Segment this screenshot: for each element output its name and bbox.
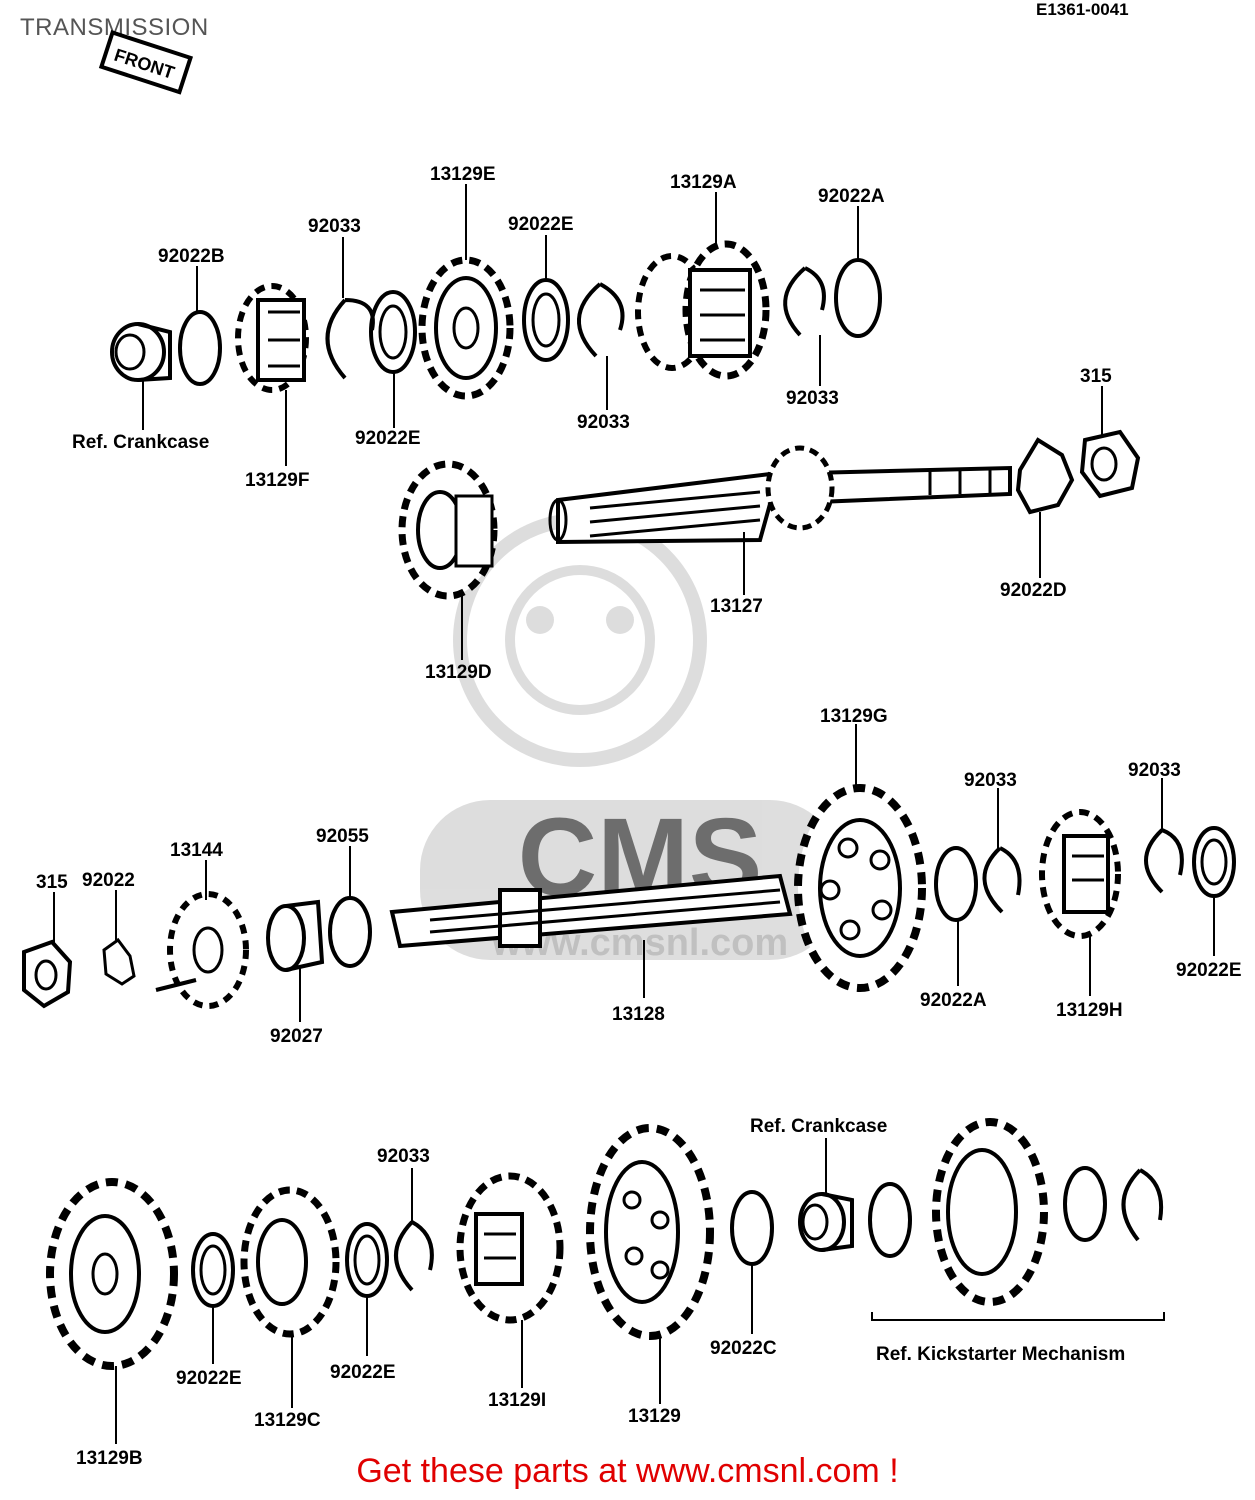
label-13129: 13129 (628, 1406, 681, 1427)
label-13129c: 13129C (254, 1410, 321, 1431)
circlip-92033-a (325, 298, 375, 380)
top-row-parts (110, 240, 882, 400)
washer-92022a (834, 258, 882, 338)
label-315-top: 315 (1080, 366, 1112, 387)
drive-shaft-assembly (22, 784, 1236, 1009)
bottom-row-leaders (115, 1138, 827, 1444)
label-92022e-right: 92022E (1176, 960, 1242, 981)
kickstarter-gear (932, 1118, 1048, 1306)
label-13129g: 13129G (820, 706, 888, 727)
washer-92022a-mid (934, 846, 978, 922)
front-marker: FRONT (98, 30, 194, 95)
circlip-92033-c (783, 266, 826, 337)
label-92033-d: 92033 (964, 770, 1017, 791)
label-13129b: 13129B (76, 1448, 143, 1469)
kickstarter-circlip (1121, 1168, 1163, 1242)
gear-13129c (240, 1186, 340, 1338)
label-92022d: 92022D (1000, 580, 1067, 601)
label-13129a: 13129A (670, 172, 737, 193)
circlip-92033-e (1144, 828, 1184, 894)
washer-92022e-b (522, 278, 570, 362)
label-92027: 92027 (270, 1026, 323, 1047)
gear-13129e (418, 256, 514, 400)
label-92022: 92022 (82, 870, 135, 891)
ref-crankcase-top: Ref. Crankcase (72, 432, 209, 453)
label-13129h: 13129H (1056, 1000, 1123, 1021)
label-92033-f: 92033 (377, 1146, 430, 1167)
label-13128: 13128 (612, 1004, 665, 1025)
label-92033-b: 92033 (577, 412, 630, 433)
label-92055: 92055 (316, 826, 369, 847)
ref-crankcase-bottom: Ref. Crankcase (750, 1116, 887, 1137)
gear-13129 (586, 1124, 714, 1340)
gear-13129f (235, 283, 309, 393)
label-13129i: 13129I (488, 1390, 546, 1411)
label-92022e-d: 92022E (330, 1362, 396, 1383)
bottom-row-parts (46, 1118, 1165, 1370)
label-92022a: 92022A (818, 186, 885, 207)
o-ring-92055 (328, 896, 372, 968)
circlip-92033-d (982, 846, 1022, 914)
label-92022c: 92022C (710, 1338, 777, 1359)
label-92033-e: 92033 (1128, 760, 1181, 781)
label-92022b: 92022B (158, 246, 225, 267)
label-13129e: 13129E (430, 164, 496, 185)
output-shaft-assembly (398, 429, 1141, 600)
gear-13129b (46, 1178, 178, 1370)
gear-13129g (794, 784, 926, 992)
gear-13129h (1039, 809, 1121, 939)
diagram-reference-code: E1361-0041 (1036, 0, 1129, 19)
kickstarter-washer-a (868, 1182, 912, 1258)
label-13144: 13144 (170, 840, 223, 861)
footer-parts-link[interactable]: Get these parts at www.cmsnl.com ! (356, 1452, 899, 1490)
label-92022e-c: 92022E (176, 1368, 242, 1389)
label-92033-c: 92033 (786, 388, 839, 409)
kickstarter-washer-b (1063, 1166, 1107, 1242)
washer-92022e-right (1192, 826, 1236, 898)
label-315-left: 315 (36, 872, 68, 893)
washer-92022b (178, 310, 222, 386)
gear-13129d (398, 460, 498, 600)
shaft-13128 (389, 873, 793, 949)
collar-92027 (266, 899, 325, 972)
nut-315-left (22, 939, 73, 1009)
circlip-92033-b (577, 282, 625, 358)
label-13129f: 13129F (245, 470, 309, 491)
label-92022a-mid: 92022A (920, 990, 987, 1011)
gear-13129i (456, 1172, 564, 1324)
label-92022e-b: 92022E (508, 214, 574, 235)
sprocket-13144 (155, 891, 249, 1009)
shaft-13127 (548, 445, 1012, 545)
label-92022e-a: 92022E (355, 428, 421, 449)
lock-washer-92022 (102, 937, 136, 986)
label-13129d: 13129D (425, 662, 492, 683)
lock-washer-92022d (1015, 437, 1075, 515)
drive-shaft-leaders (53, 724, 1215, 1022)
washer-92022e-a (369, 290, 417, 374)
ref-kickstarter-mechanism: Ref. Kickstarter Mechanism (876, 1344, 1125, 1365)
kickstarter-bracket (871, 1312, 1165, 1321)
gear-13129a (635, 240, 770, 380)
washer-92022c (730, 1190, 774, 1266)
label-13127: 13127 (710, 596, 763, 617)
circlip-92033-f (394, 1220, 434, 1292)
output-shaft-leaders (461, 386, 1103, 660)
nut-315-top (1079, 429, 1141, 499)
label-92033-a: 92033 (308, 216, 361, 237)
needle-bearing-top (110, 322, 172, 382)
top-row-leaders (142, 184, 859, 466)
needle-bearing-bottom (798, 1192, 854, 1252)
